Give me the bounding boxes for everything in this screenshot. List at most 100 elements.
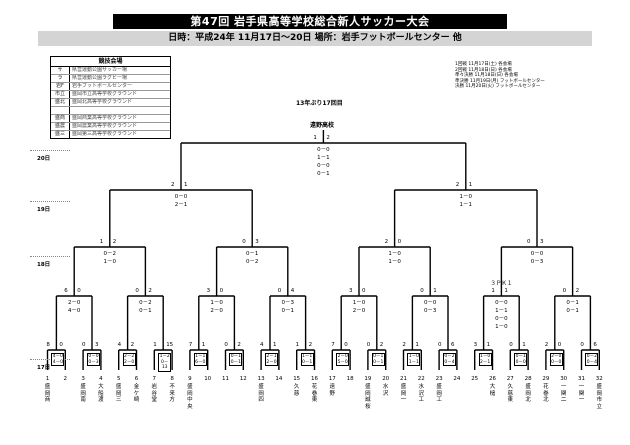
period-score: 0－0 — [423, 300, 437, 306]
score-left: 0 — [277, 288, 282, 294]
period-score: 1－2 — [159, 354, 170, 359]
period-score: 1－0 — [210, 300, 223, 306]
period-score: 4－0 — [52, 354, 63, 359]
team-number: 25 — [471, 376, 479, 382]
period-score: 0－2 — [139, 300, 152, 306]
venue-name: 盛岡市立高等学校グラウンド — [72, 91, 138, 97]
team-number: 5 — [116, 376, 121, 382]
score-right: 3 — [255, 239, 259, 245]
team-number: 15 — [293, 376, 301, 382]
score-right: 1 — [415, 342, 419, 348]
venue-code: 市立 — [51, 91, 70, 98]
period-score: 2－0 — [551, 354, 562, 359]
team-name: 盛岡誠桜 — [365, 384, 371, 410]
period-score: 1－1 — [301, 354, 313, 359]
period-score: 2－0 — [352, 308, 366, 314]
day-label: 20日 — [37, 156, 51, 162]
schedule-row: 1回戦 11月17日(土) 各会場 — [455, 62, 605, 68]
team-number: 14 — [275, 376, 283, 382]
schedule-row: 準々決勝 11月18日(日) 各会場 — [455, 73, 605, 79]
team-name: 盛岡三 — [115, 384, 122, 404]
team-name: 岩谷堂 — [151, 384, 158, 404]
period-score: 0－1 — [373, 359, 384, 365]
venue-name: 県営運動公園ラグビー場 — [72, 75, 128, 81]
period-score: 0－2 — [444, 354, 455, 359]
schedule-round: 1回戦 — [455, 62, 467, 67]
score-left: 0 — [438, 342, 442, 348]
score-right: 3 — [95, 342, 99, 348]
score-left: 1 — [491, 288, 495, 294]
period-score: 0－1 — [566, 308, 579, 314]
score-right: 4 — [290, 288, 295, 294]
team-number: 22 — [417, 376, 425, 382]
team-name: 盛岡商 — [44, 384, 51, 404]
venue-row: 盛北盛岡北高等学校グラウンド — [51, 99, 170, 107]
venue-code: 岩F — [51, 83, 70, 90]
score-right: 6 — [593, 342, 597, 348]
score-right: 1 — [273, 342, 277, 348]
score-right: 2 — [379, 342, 384, 348]
team-name: 久慈 — [293, 384, 300, 397]
venue-name: 県営運動公園サッカー場 — [72, 67, 128, 73]
pk-label: ３ＰＫ１ — [490, 281, 513, 287]
team-number: 11 — [222, 376, 229, 382]
score-left: 1 — [153, 342, 157, 348]
venue-code: 盛三 — [51, 131, 70, 138]
period-score: 0－0 — [495, 300, 508, 306]
team-name: 不来方 — [169, 384, 175, 404]
period-score: 0－1 — [515, 354, 526, 359]
period-score: 0－1 — [139, 308, 152, 314]
team-name: 盛岡北 — [525, 384, 531, 404]
schedule-venue: 各会場 — [504, 73, 518, 79]
period-score: 0－4 — [444, 359, 455, 365]
score-left: 2 — [171, 182, 175, 188]
team-name: 花巻北 — [543, 384, 549, 404]
score-right: 2 — [575, 288, 580, 294]
period-score: 0－0 — [317, 147, 330, 153]
venue-row: サ県営運動公園サッカー場 — [51, 67, 170, 75]
period-score: 0－0 — [495, 316, 508, 322]
venue-row: 盛商盛岡商業高等学校グラウンド — [51, 115, 170, 123]
team-number: 27 — [506, 376, 514, 382]
score-left: 3 — [206, 288, 211, 294]
score-right: 2 — [112, 239, 117, 245]
team-name: 一関一 — [578, 384, 585, 404]
period-score: 0－3 — [530, 259, 544, 265]
venue-name: 盛岡商業高等学校グラウンド — [72, 115, 138, 121]
schedule-date: 11月18日(日) — [474, 73, 503, 79]
schedule-row: 2回戦 11月18日(日) 各会場 — [455, 68, 605, 74]
team-number: 6 — [134, 376, 139, 382]
team-name: 盛岡中央 — [187, 384, 193, 410]
score-right: 1 — [486, 342, 491, 348]
score-right: 0 — [219, 288, 224, 294]
score-right: 2 — [130, 342, 135, 348]
score-right: 15 — [166, 342, 174, 348]
team-number: 17 — [328, 376, 336, 382]
schedule-venue: フットボールセンター — [499, 78, 545, 84]
venue-row: ラ県営運動公園ラグビー場 — [51, 75, 170, 83]
period-score: 2－0 — [67, 300, 81, 306]
score-left: 3 — [473, 342, 478, 348]
score-right: 1 — [504, 288, 508, 294]
period-score: 1－0 — [388, 259, 401, 265]
champion-streak-note: 13年ぶり17回目 — [296, 100, 343, 107]
period-score: 0－13 — [161, 359, 169, 371]
period-score: 1－0 — [103, 259, 117, 265]
date-venue-line: 日時：平成24年 11月17日～20日 場所：岩手フットボールセンター 他 — [38, 31, 592, 46]
score-left: 0 — [527, 239, 531, 245]
day-label: 18日 — [37, 262, 51, 268]
schedule-round: 決勝 — [455, 84, 464, 90]
